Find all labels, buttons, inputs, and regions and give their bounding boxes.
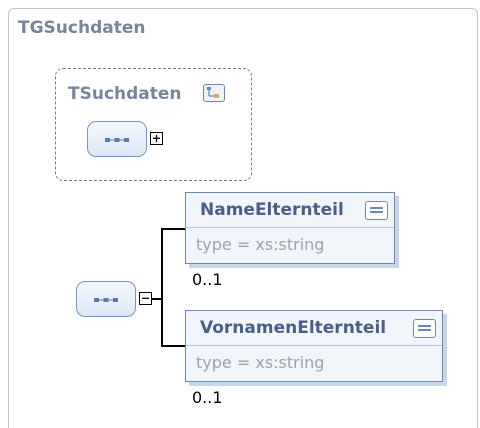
connector-line (161, 228, 185, 230)
complex-type-icon (203, 84, 225, 102)
collapse-button[interactable] (139, 292, 152, 305)
element-name: VornamenElternteil (200, 318, 387, 338)
element-occurrence: 0..1 (192, 270, 223, 289)
element-type: type = xs:string (196, 235, 325, 254)
group-title: TGSuchdaten (18, 18, 146, 38)
connector-line (161, 345, 185, 347)
element-box[interactable]: NameElternteil type = xs:string (185, 192, 395, 264)
element-occurrence: 0..1 (192, 388, 223, 407)
divider (186, 345, 442, 346)
sequence-compositor-collapsed[interactable] (87, 121, 147, 157)
divider (186, 227, 394, 228)
documentation-icon (365, 201, 388, 220)
element-name: NameElternteil (200, 200, 344, 220)
element-type: type = xs:string (196, 353, 325, 372)
sequence-icon (105, 138, 129, 142)
plus-icon (153, 135, 160, 142)
documentation-icon (413, 319, 436, 338)
expand-button[interactable] (150, 132, 163, 145)
minus-icon (142, 297, 149, 299)
sequence-icon (94, 298, 118, 302)
element-box[interactable]: VornamenElternteil type = xs:string (185, 310, 443, 382)
connector-line (161, 228, 163, 346)
connector-line (152, 298, 161, 300)
complex-type-title: TSuchdaten (68, 84, 182, 104)
sequence-compositor[interactable] (76, 281, 136, 317)
complex-type-box (55, 68, 252, 181)
group-frame (8, 8, 478, 428)
